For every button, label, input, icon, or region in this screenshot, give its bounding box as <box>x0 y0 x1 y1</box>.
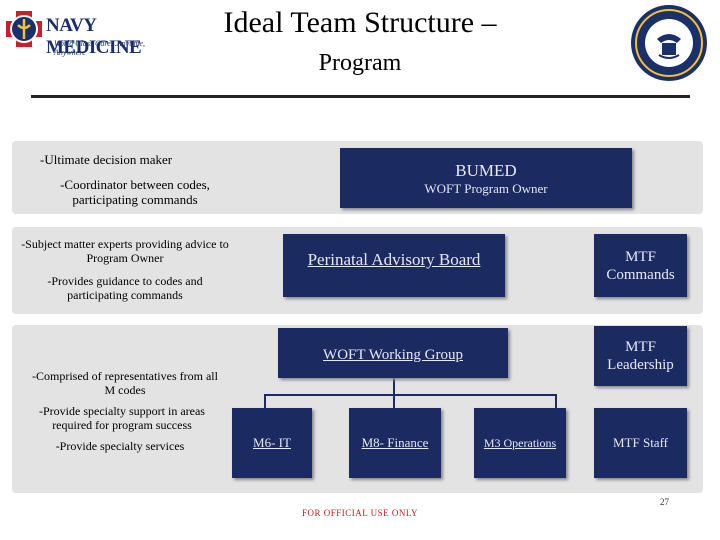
title-divider <box>31 95 690 98</box>
mtf-leadership-label: MTF Leadership <box>607 339 674 373</box>
bumed-title: BUMED <box>455 161 517 180</box>
mtf-commands-box: MTF Commands <box>594 234 687 297</box>
navy-seal-icon <box>631 5 707 81</box>
logo-tagline: World Class Care...Anytime, Anywhere <box>54 39 145 57</box>
m8-finance-box: M8- Finance <box>349 408 441 478</box>
row2-description-2: -Provides guidance to codes and particip… <box>47 274 203 302</box>
navy-medicine-emblem-icon <box>6 11 42 47</box>
row2-description-1: -Subject matter experts providing advice… <box>21 237 229 265</box>
row3-description-3: -Provide specialty services <box>55 439 185 453</box>
bumed-box: BUMED WOFT Program Owner <box>340 148 632 208</box>
connector-m8 <box>393 378 395 408</box>
mtf-leadership-box: MTF Leadership <box>594 326 687 386</box>
bumed-subtitle: WOFT Program Owner <box>424 181 548 196</box>
row1-description-2: -Coordinator between codes, participatin… <box>60 177 210 207</box>
m6-it-box: M6- IT <box>232 408 312 478</box>
page-title: Ideal Team Structure – <box>223 6 497 39</box>
m3-operations-box: M3 Operations <box>474 408 566 478</box>
logo-name: NAVY MEDICINE <box>46 15 142 58</box>
navy-medicine-logo: NAVY MEDICINE World Class Care...Anytime… <box>2 5 152 58</box>
classification-footer: FOR OFFICIAL USE ONLY <box>301 508 419 518</box>
page-number: 27 <box>660 497 669 507</box>
page-subtitle: Program <box>318 50 402 76</box>
connector-m3 <box>555 394 557 408</box>
mtf-staff-box: MTF Staff <box>594 408 687 478</box>
connector-m6 <box>264 394 266 408</box>
row3-description-2: -Provide specialty support in areas requ… <box>39 404 205 432</box>
perinatal-advisory-board-box: Perinatal Advisory Board <box>283 234 505 297</box>
row1-description-1: -Ultimate decision maker <box>40 152 173 167</box>
mtf-commands-label: MTF Commands <box>606 248 675 283</box>
row3-description-1: -Comprised of representatives from all M… <box>32 369 218 397</box>
woft-working-group-box: WOFT Working Group <box>278 328 508 378</box>
connector-horizontal <box>264 394 557 396</box>
